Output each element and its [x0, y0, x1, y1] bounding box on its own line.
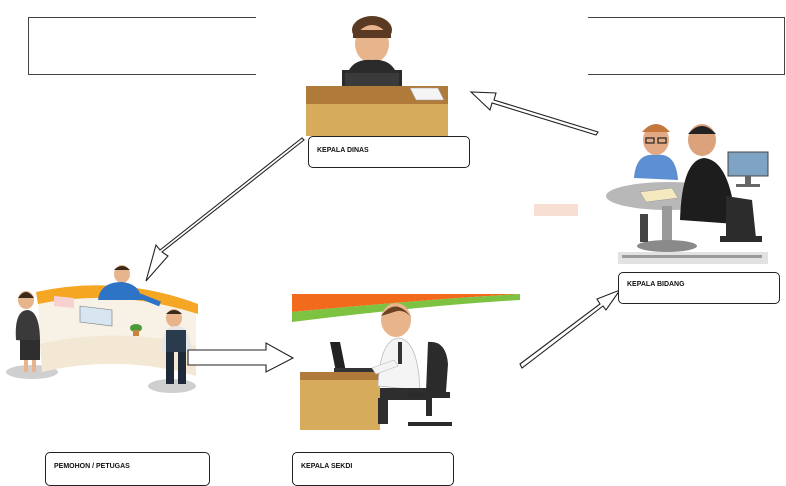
kepala-bidang-illustration [534, 124, 769, 264]
kepala-sekdi-label: KEPALA SEKDI [292, 452, 454, 486]
arrow-dinas-to-pemohon [145, 137, 305, 282]
pemohon-petugas-text: PEMOHON / PETUGAS [54, 463, 130, 470]
kepala-dinas-label: KEPALA DINAS [308, 136, 470, 168]
arrow-sekdi-to-bidang [519, 288, 622, 369]
pemohon-illustration [6, 265, 198, 393]
kepala-dinas-illustration [306, 16, 448, 136]
kepala-sekdi-illustration [292, 294, 520, 430]
kepala-bidang-label: KEPALA BIDANG [618, 272, 780, 304]
arrow-bidang-to-dinas [469, 91, 599, 136]
kepala-dinas-text: KEPALA DINAS [317, 147, 369, 154]
pemohon-petugas-label: PEMOHON / PETUGAS [45, 452, 210, 486]
arrow-pemohon-to-sekdi [187, 342, 295, 373]
kepala-sekdi-text: KEPALA SEKDI [301, 463, 353, 470]
kepala-bidang-text: KEPALA BIDANG [627, 281, 685, 288]
